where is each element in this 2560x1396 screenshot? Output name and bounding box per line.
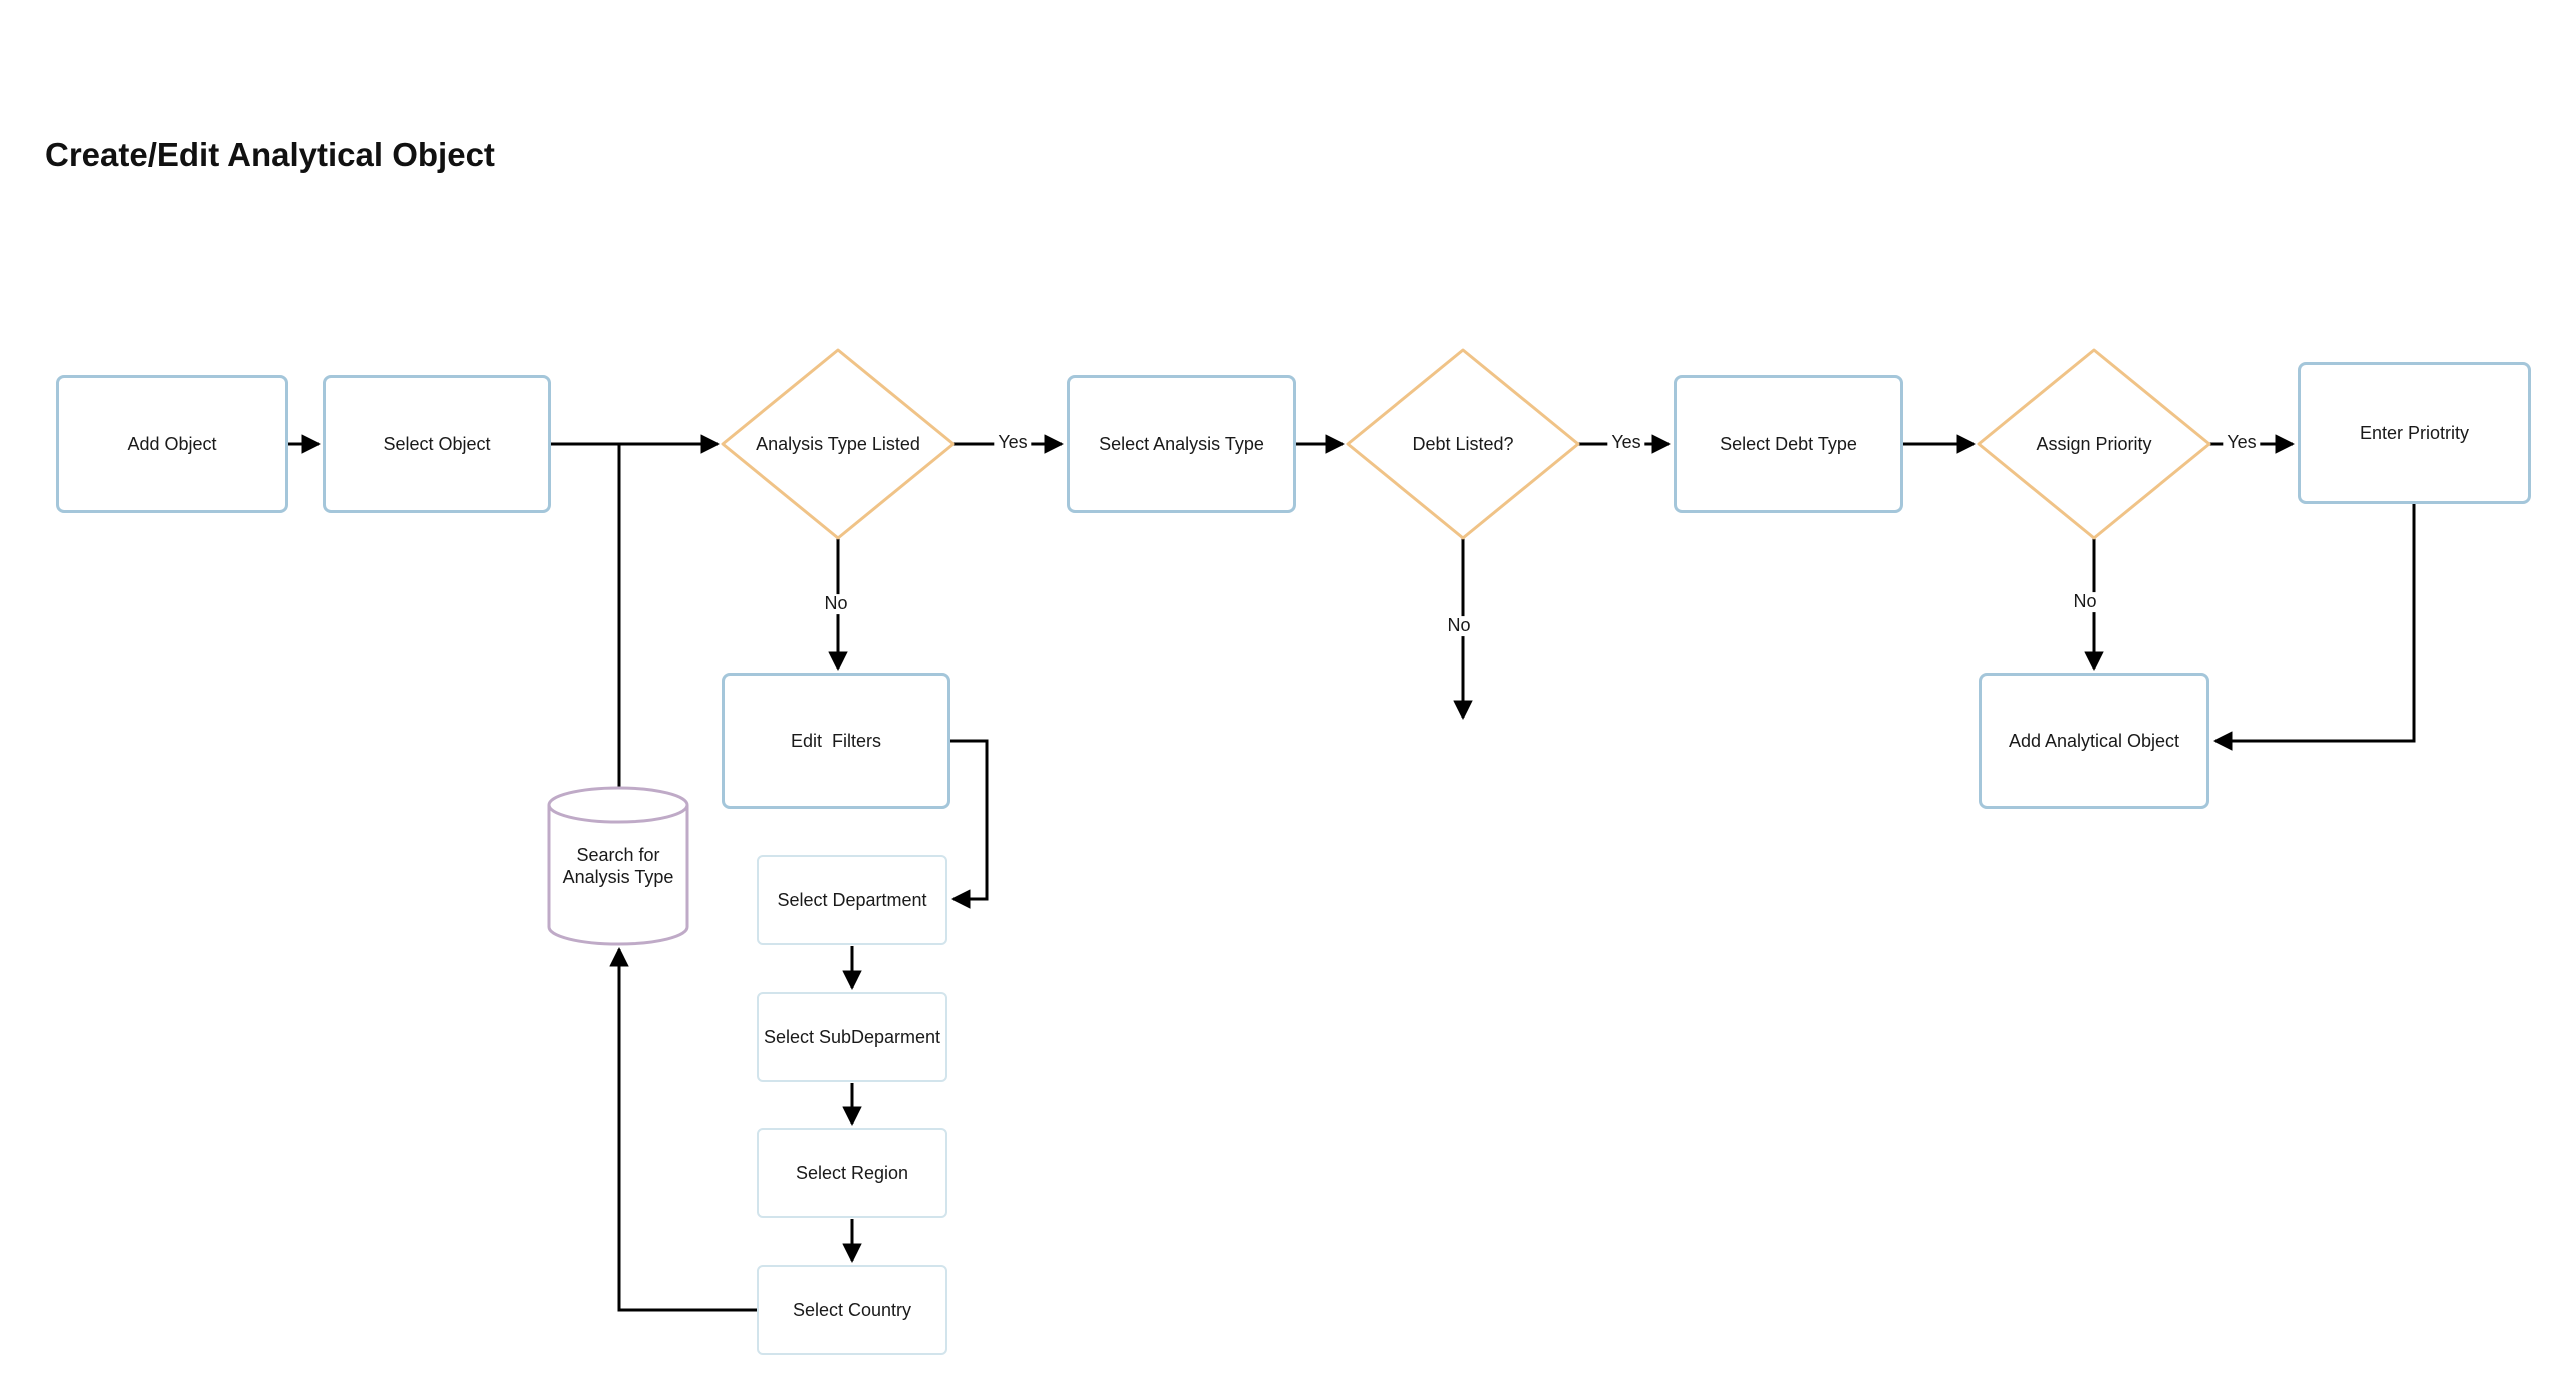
decision-debt-listed	[1346, 348, 1580, 540]
node-edit-filters-label: Edit Filters	[790, 730, 882, 751]
node-select-department-label: Select Department	[777, 889, 927, 910]
edge-label-debt-yes: Yes	[1607, 432, 1645, 453]
datastore-cylinder-body	[547, 805, 689, 946]
node-select-analysis-type: Select Analysis Type	[1067, 375, 1296, 513]
datastore-cylinder-top	[547, 786, 689, 824]
node-select-debt-type: Select Debt Type	[1674, 375, 1903, 513]
decision-analysis-type-listed	[721, 348, 955, 540]
edge-label-analysis-no: No	[820, 593, 852, 614]
node-select-country-label: Select Country	[792, 1299, 912, 1320]
decision-assign-priority	[1977, 348, 2211, 540]
node-select-country: Select Country	[757, 1265, 947, 1355]
edge-enter-priotrity-to-add-analytical-object	[2213, 504, 2416, 751]
node-select-object: Select Object	[323, 375, 551, 513]
node-select-region-label: Select Region	[795, 1162, 909, 1183]
edge-label-priority-no: No	[2069, 591, 2101, 612]
node-select-region: Select Region	[757, 1128, 947, 1218]
edge-label-analysis-yes: Yes	[994, 432, 1032, 453]
node-select-department: Select Department	[757, 855, 947, 945]
page-title: Create/Edit Analytical Object	[45, 136, 495, 173]
node-enter-priotrity: Enter Priotrity	[2298, 362, 2531, 504]
node-select-analysis-type-label: Select Analysis Type	[1099, 433, 1264, 454]
node-select-subdeparment-label: Select SubDeparment	[763, 1026, 941, 1047]
edge-label-priority-yes: Yes	[2223, 432, 2261, 453]
node-select-subdeparment: Select SubDeparment	[757, 992, 947, 1082]
node-edit-filters: Edit Filters	[722, 673, 950, 809]
node-select-object-label: Select Object	[383, 433, 491, 454]
node-select-debt-type-label: Select Debt Type	[1720, 433, 1857, 454]
node-enter-priotrity-label: Enter Priotrity	[2359, 422, 2470, 443]
node-add-object-label: Add Object	[127, 433, 217, 454]
edge-label-debt-no: No	[1443, 615, 1475, 636]
node-add-analytical-object: Add Analytical Object	[1979, 673, 2209, 809]
edge-select-country-to-datastore	[609, 947, 757, 1312]
edge-edit-filters-to-select-department	[950, 739, 989, 909]
node-add-analytical-object-label: Add Analytical Object	[2008, 730, 2180, 751]
node-add-object: Add Object	[56, 375, 288, 513]
